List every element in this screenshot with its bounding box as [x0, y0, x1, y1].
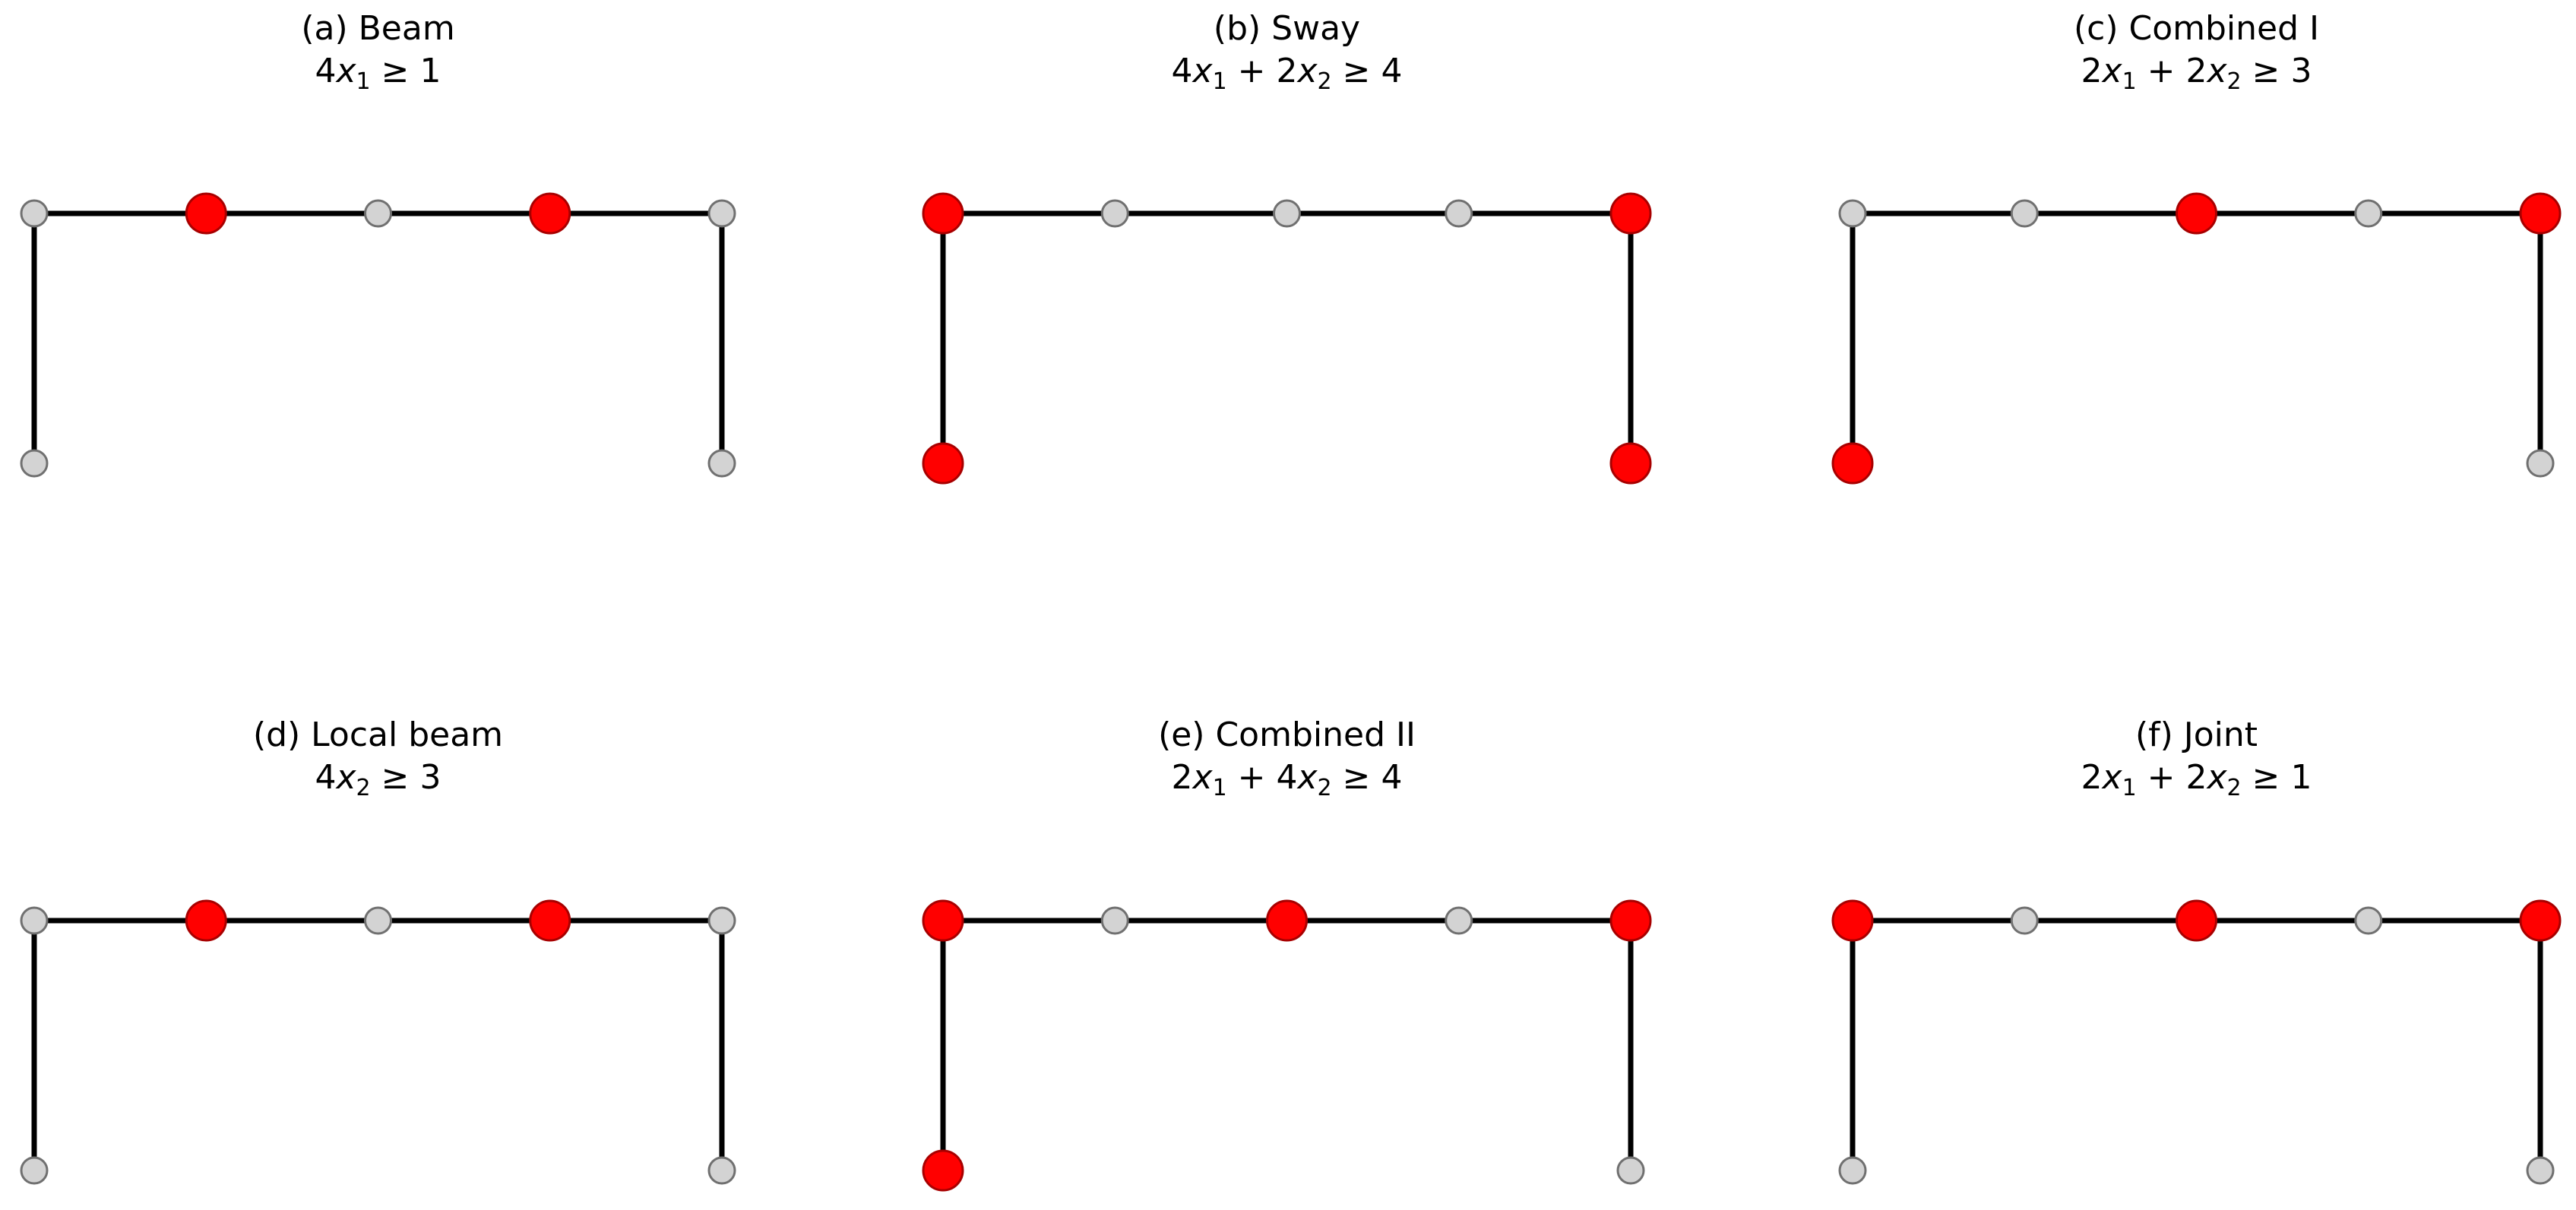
active-hinge-beam-5 [2519, 192, 2562, 235]
hinge-beam-3 [364, 906, 392, 935]
formula-text: ≥ 4 [1332, 52, 1403, 90]
hinge-beam-1 [1838, 199, 1867, 228]
panel-constraint: 2x1 + 2x2 ≥ 3 [2081, 52, 2312, 95]
panel-constraint: 4x2 ≥ 3 [315, 758, 441, 801]
panel-title: (b) Sway [1214, 9, 1360, 48]
formula-subscript: 2 [1318, 68, 1332, 95]
formula-variable: x [335, 52, 357, 90]
hinge-beam-5 [707, 906, 736, 935]
active-hinge-beam-2 [185, 899, 227, 942]
hinge-beam-4 [1445, 906, 1473, 935]
hinge-left-base [1838, 1156, 1867, 1185]
hinge-beam-2 [2010, 199, 2039, 228]
panel-title: (c) Combined I [2074, 9, 2319, 48]
active-hinge-beam-1 [1831, 899, 1874, 942]
active-hinge-beam-5 [1609, 192, 1652, 235]
formula-subscript: 1 [1213, 68, 1227, 95]
active-hinge-beam-3 [1266, 899, 1308, 942]
hinge-right-base [707, 1156, 736, 1185]
panel-a: (a) Beam 4x1 ≥ 1 [20, 9, 736, 478]
panel-title: (a) Beam [301, 9, 454, 48]
formula-text: 4 [315, 52, 337, 90]
hinge-beam-2 [1100, 906, 1129, 935]
formula-text: + 2 [2137, 52, 2207, 90]
formula-variable: x [2101, 758, 2123, 797]
active-hinge-left-base [922, 442, 964, 485]
hinge-right-base [1616, 1156, 1645, 1185]
formula-text: 4 [1172, 52, 1193, 90]
formula-subscript: 1 [356, 68, 371, 95]
formula-text: ≥ 3 [371, 758, 441, 797]
hinge-beam-1 [20, 199, 49, 228]
formula-variable: x [1191, 758, 1214, 797]
formula-subscript: 2 [356, 775, 371, 801]
formula-subscript: 1 [2122, 775, 2137, 801]
panel-title: (e) Combined II [1158, 716, 1416, 754]
formula-subscript: 2 [2227, 775, 2242, 801]
formula-text: ≥ 1 [2242, 758, 2312, 797]
hinge-right-base [2526, 449, 2555, 478]
active-hinge-beam-5 [2519, 899, 2562, 942]
formula-subscript: 1 [1213, 775, 1227, 801]
active-hinge-beam-4 [529, 192, 571, 235]
panel-title: (d) Local beam [253, 716, 503, 754]
formula-subscript: 2 [1318, 775, 1332, 801]
hinge-beam-5 [707, 199, 736, 228]
formula-text: + 4 [1227, 758, 1298, 797]
hinge-beam-4 [2354, 906, 2383, 935]
formula-text: ≥ 4 [1332, 758, 1403, 797]
formula-variable: x [2101, 52, 2123, 90]
active-hinge-left-base [1831, 442, 1874, 485]
hinge-right-base [2526, 1156, 2555, 1185]
formula-text: 2 [2081, 52, 2103, 90]
panel-constraint: 2x1 + 4x2 ≥ 4 [1172, 758, 1403, 801]
formula-variable: x [1296, 758, 1318, 797]
active-hinge-left-base [922, 1149, 964, 1192]
panel-constraint: 2x1 + 2x2 ≥ 1 [2081, 758, 2312, 801]
panel-title: (f) Joint [2135, 716, 2258, 754]
formula-variable: x [335, 758, 357, 797]
active-hinge-beam-1 [922, 899, 964, 942]
active-hinge-right-base [1609, 442, 1652, 485]
formula-text: ≥ 3 [2242, 52, 2312, 90]
hinge-beam-3 [364, 199, 392, 228]
active-hinge-beam-3 [2176, 192, 2217, 235]
active-hinge-beam-4 [529, 899, 571, 942]
active-hinge-beam-2 [185, 192, 227, 235]
hinge-beam-2 [1100, 199, 1129, 228]
formula-subscript: 2 [2227, 68, 2242, 95]
formula-variable: x [2206, 758, 2228, 797]
hinge-right-base [707, 449, 736, 478]
hinge-left-base [20, 449, 49, 478]
active-hinge-beam-3 [2176, 899, 2217, 942]
formula-variable: x [1191, 52, 1214, 90]
panel-constraint: 4x1 ≥ 1 [315, 52, 441, 95]
hinge-left-base [20, 1156, 49, 1185]
formula-subscript: 1 [2122, 68, 2137, 95]
active-hinge-beam-1 [922, 192, 964, 235]
formula-variable: x [2206, 52, 2228, 90]
panel-constraint: 4x1 + 2x2 ≥ 4 [1172, 52, 1403, 95]
formula-text: + 2 [1227, 52, 1298, 90]
formula-text: 4 [315, 758, 337, 797]
hinge-beam-3 [1273, 199, 1301, 228]
hinge-beam-4 [2354, 199, 2383, 228]
hinge-beam-4 [1445, 199, 1473, 228]
hinge-beam-2 [2010, 906, 2039, 935]
formula-text: 2 [2081, 758, 2103, 797]
formula-variable: x [1296, 52, 1318, 90]
formula-text: + 2 [2137, 758, 2207, 797]
hinge-beam-1 [20, 906, 49, 935]
active-hinge-beam-5 [1609, 899, 1652, 942]
panel-d: (d) Local beam 4x2 ≥ 3 [20, 716, 736, 1185]
formula-text: 2 [1172, 758, 1193, 797]
formula-text: ≥ 1 [371, 52, 441, 90]
